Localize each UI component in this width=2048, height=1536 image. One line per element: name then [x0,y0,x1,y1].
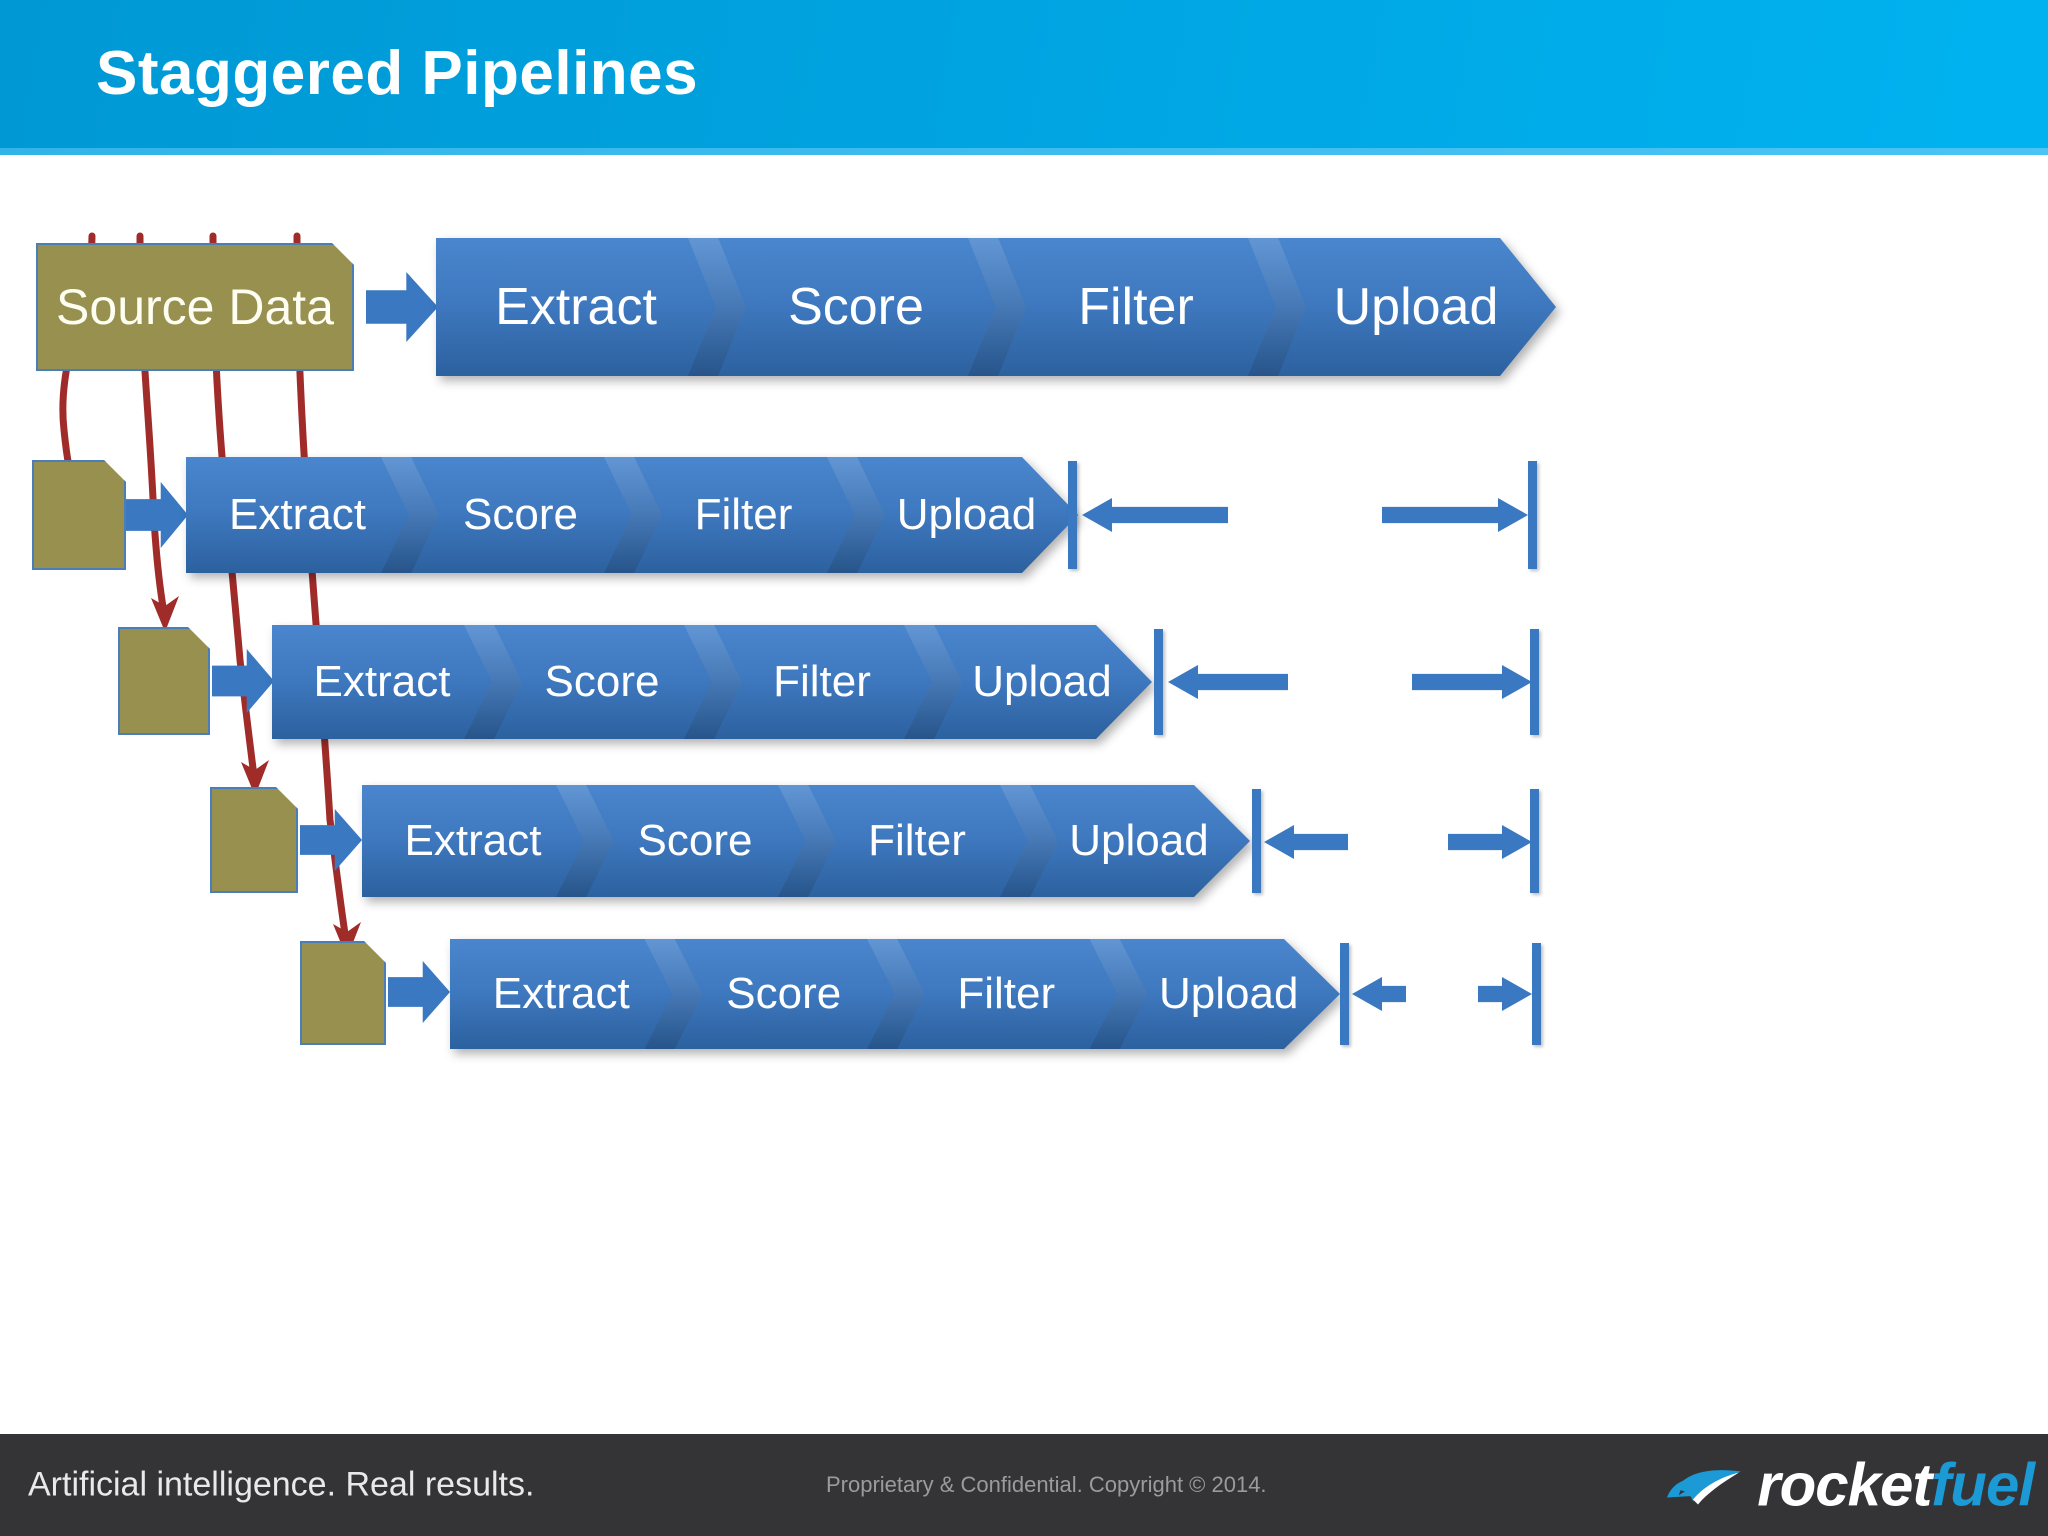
dimension-tick-left-row-5 [1340,943,1349,1045]
dimension-arrow-right-row-4 [1448,825,1532,859]
data-box-row-5[interactable] [300,941,386,1045]
page-title: Staggered Pipelines [96,39,699,108]
pipeline-body-row-3: Extract Score Filter Upload [272,625,1152,739]
stage-extract-row-1[interactable]: Extract [495,278,657,336]
stage-extract-row-2[interactable]: Extract [229,490,366,539]
dimension-arrow-right-row-5 [1478,977,1532,1011]
dimension-arrow-left-row-2 [1082,498,1228,532]
feed-arrow-row-1 [366,272,438,342]
data-box-row-2[interactable] [32,460,126,570]
dimension-arrow-left-row-3 [1168,665,1288,699]
stage-filter-row-1[interactable]: Filter [996,238,1276,376]
logo-text-rocket: rocket [1757,1451,1932,1519]
stage-filter-row-3[interactable]: Filter [712,625,932,739]
stage-score-row-4[interactable]: Score [584,785,806,897]
dimension-arrow-right-row-3 [1412,665,1532,699]
logo-wordmark: rocketfuel [1757,1451,2035,1520]
footer-tagline: Artificial intelligence. Real results. [28,1465,535,1504]
dimension-tick-right-row-3 [1530,629,1539,735]
pipeline-row-4[interactable]: Extract Score Filter Upload [362,785,1250,897]
feed-arrow-row-2 [126,482,188,548]
pipeline-row-2[interactable]: Extract Score Filter Upload [186,457,1078,573]
dimension-tick-right-row-5 [1532,943,1541,1045]
header-underline [0,148,2048,155]
source-data-box[interactable]: Source Data [36,243,354,371]
stage-score-row-1[interactable]: Score [716,238,996,376]
stage-upload-row-1[interactable]: Upload [1276,238,1556,376]
dimension-arrow-left-row-5 [1352,977,1406,1011]
data-box-row-4[interactable] [210,787,298,893]
footer-copyright: Proprietary & Confidential. Copyright © … [826,1472,1267,1497]
stage-score-row-3[interactable]: Score [492,625,712,739]
stage-upload-row-4[interactable]: Upload [1028,785,1250,897]
stage-score-row-5[interactable]: Score [673,939,896,1049]
stage-extract-row-5[interactable]: Extract [492,969,630,1018]
rocketfuel-logo: rocketfuel [1663,1451,2035,1520]
logo-text-fuel: fuel [1931,1451,2035,1519]
pipeline-body-row-5: Extract Score Filter Upload [450,939,1340,1049]
stage-score-row-2[interactable]: Score [409,457,632,573]
slide-header-banner [0,0,2048,148]
stage-upload-row-5[interactable]: Upload [1118,939,1341,1049]
pipeline-row-3[interactable]: Extract Score Filter Upload [272,625,1152,739]
dimension-arrow-left-row-4 [1264,825,1348,859]
dimension-tick-left-row-3 [1154,629,1163,735]
feed-arrow-row-3 [212,649,274,713]
diagram-area: Source Data Extract Score Filter Upload … [0,155,2048,1385]
dimension-arrow-right-row-2 [1382,498,1528,532]
pipeline-body-row-1: Extract Score Filter Upload [436,238,1556,376]
pipeline-body-row-4: Extract Score Filter Upload [362,785,1250,897]
rocketfuel-swoosh-icon [1667,1469,1742,1504]
pipeline-body-row-2: Extract Score Filter Upload [186,457,1078,573]
stage-upload-row-3[interactable]: Upload [932,625,1152,739]
source-data-label: Source Data [56,279,334,335]
feed-arrow-row-4 [300,809,362,871]
stage-filter-row-4[interactable]: Filter [806,785,1028,897]
dimension-tick-left-row-4 [1252,789,1261,893]
dimension-tick-right-row-4 [1530,789,1539,893]
stage-filter-row-5[interactable]: Filter [895,939,1118,1049]
pipeline-row-5[interactable]: Extract Score Filter Upload [450,939,1340,1049]
slide-footer: Artificial intelligence. Real results. P… [0,1434,2048,1536]
feed-arrow-row-5 [388,961,450,1023]
pipeline-row-1[interactable]: Extract Score Filter Upload [436,238,1556,376]
stage-filter-row-2[interactable]: Filter [632,457,855,573]
stage-upload-row-2[interactable]: Upload [855,457,1078,573]
stage-extract-row-3[interactable]: Extract [313,657,451,706]
dimension-tick-left-row-2 [1068,461,1077,569]
stage-extract-row-4[interactable]: Extract [404,816,542,865]
data-box-row-3[interactable] [118,627,210,735]
dimension-tick-right-row-2 [1528,461,1537,569]
